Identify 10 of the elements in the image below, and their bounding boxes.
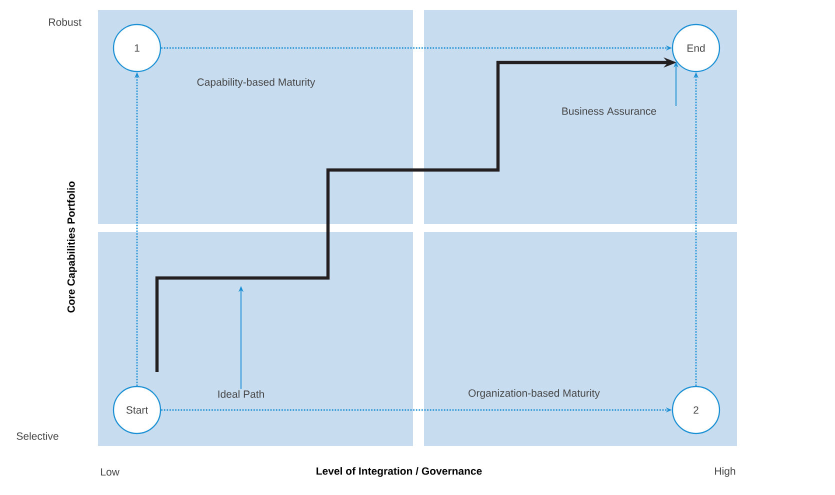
axis-label: Robust [49,18,82,26]
axis-label: High [715,467,736,477]
edge-label: Capability-based Maturity [197,78,316,88]
axis-label: Selective [16,432,58,440]
axis-title: Core Capabilities Portfolio [67,181,77,312]
callout-text: Business Assurance [562,107,656,115]
callout-text: Ideal Path [218,390,264,398]
axis-title: Level of Integration / Governance [316,467,482,477]
axis-label: Low [101,468,120,476]
edge-label: Organization-based Maturity [468,389,600,399]
